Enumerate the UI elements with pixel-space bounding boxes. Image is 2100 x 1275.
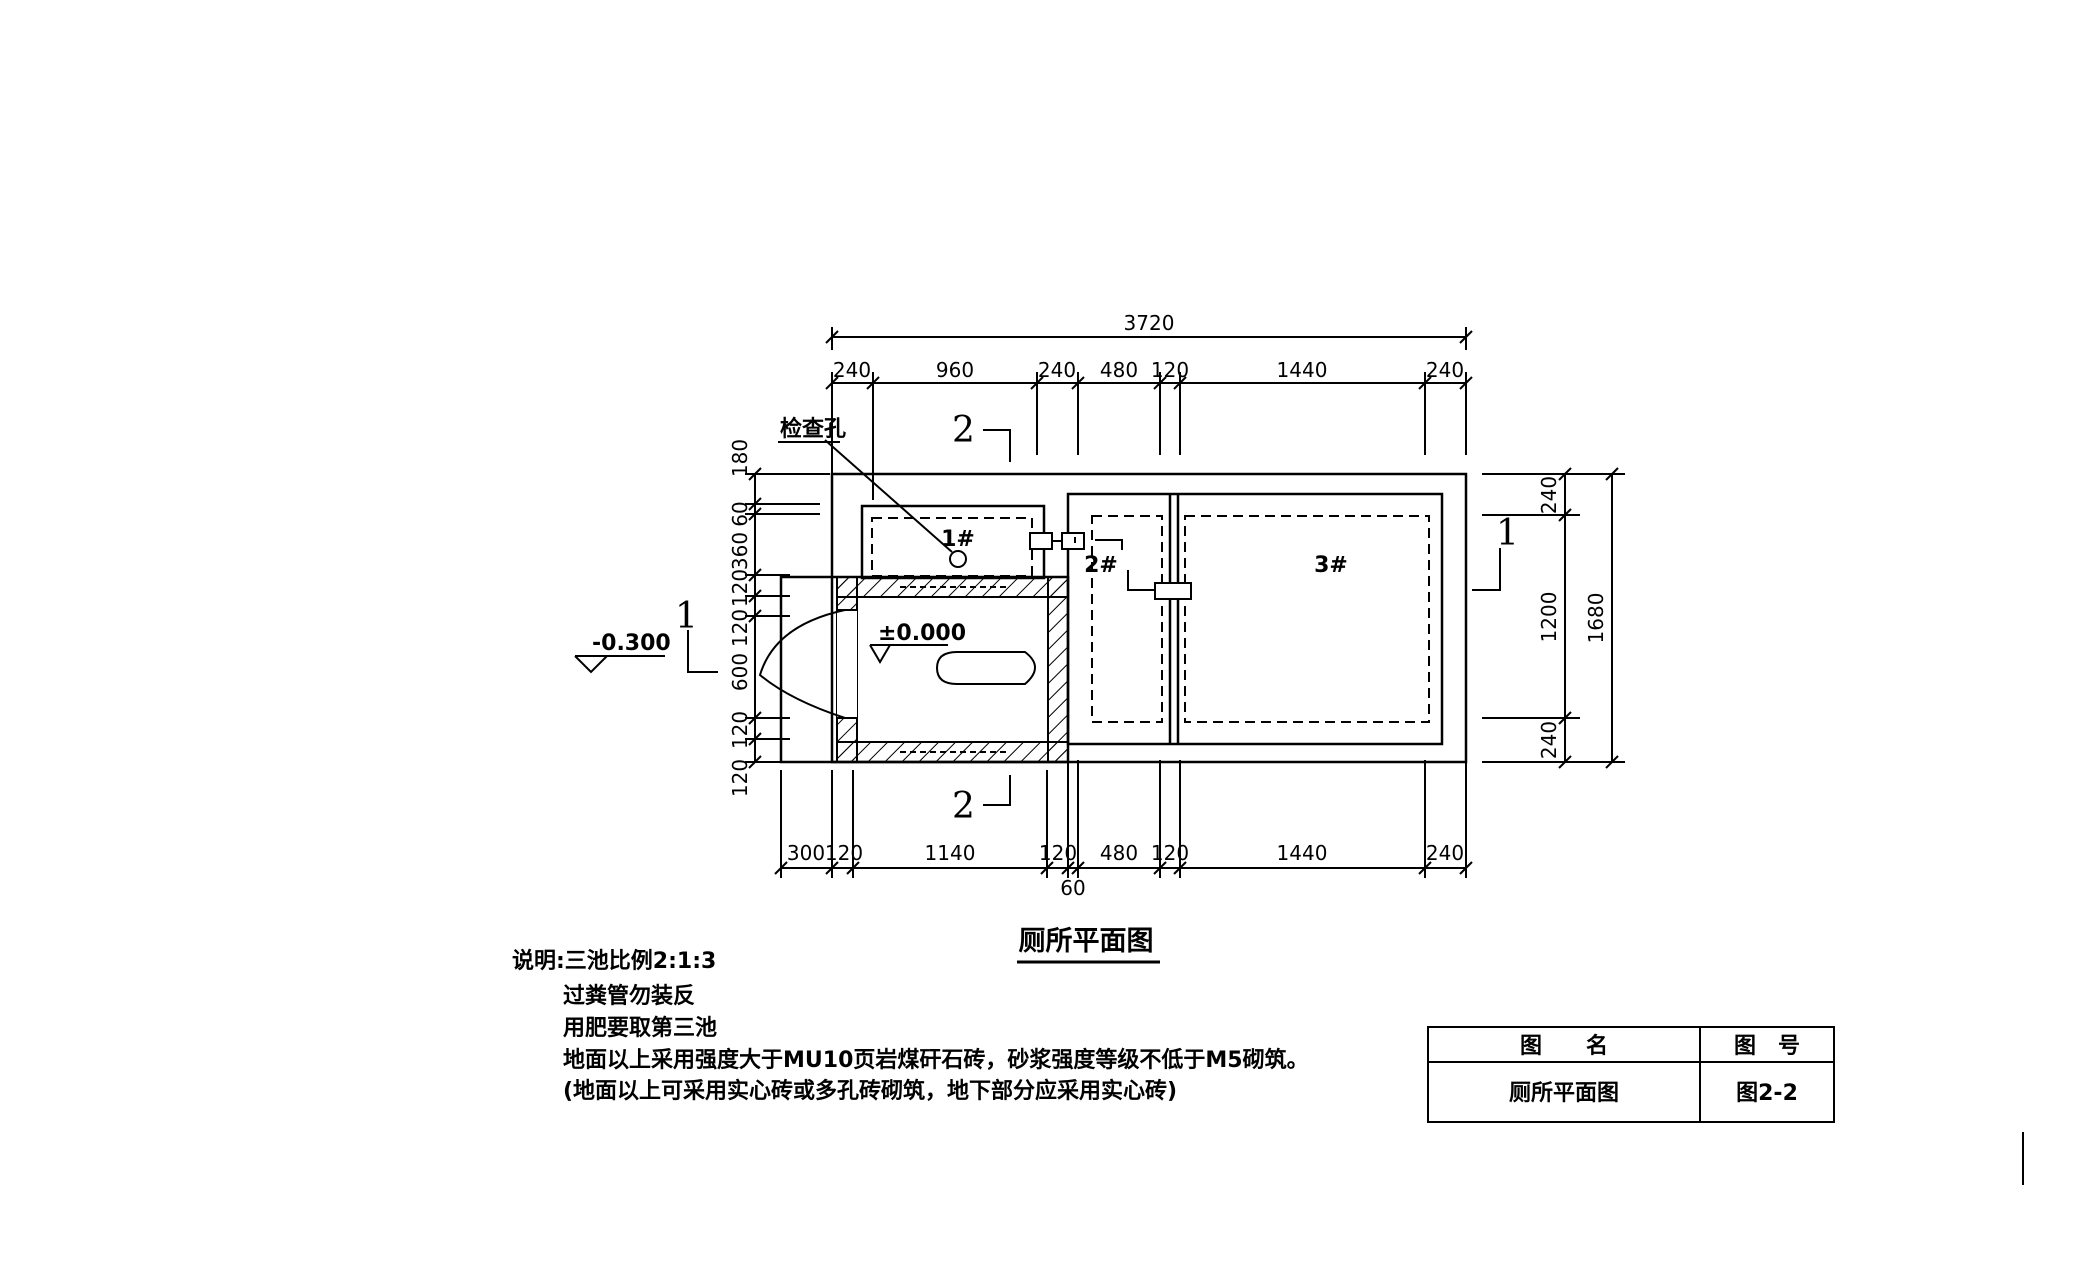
dim-top-5: 120 xyxy=(1151,358,1189,382)
dim-top-2: 960 xyxy=(936,358,974,382)
inspection-hole-label: 检查孔 xyxy=(780,416,846,442)
note-line-3: 用肥要取第三池 xyxy=(563,1015,717,1041)
floor-level-text: ±0.000 xyxy=(878,621,966,646)
top-dimension-ticks xyxy=(825,376,1473,390)
section-1-left: 1 xyxy=(675,596,698,637)
title-block-name-value: 厕所平面图 xyxy=(1509,1081,1619,1106)
dim-bottom-7: 1440 xyxy=(1277,841,1328,865)
section-2-bottom: 2 xyxy=(952,786,975,827)
tank-3-label: 3# xyxy=(1314,553,1348,578)
dim-left-4: 120 xyxy=(728,569,752,607)
dim-left-2: 60 xyxy=(728,501,752,526)
dim-right-1: 240 xyxy=(1537,476,1561,514)
dim-right-2: 1200 xyxy=(1537,592,1561,643)
dim-left-5: 120 xyxy=(728,609,752,647)
section-1-markers xyxy=(687,548,1501,673)
outside-level-text: -0.300 xyxy=(592,631,671,656)
dim-left-7: 120 xyxy=(728,711,752,749)
transfer-pipes xyxy=(1029,532,1192,600)
dim-top-6: 1440 xyxy=(1277,358,1328,382)
dim-left-3: 360 xyxy=(728,532,752,570)
squat-pan-icon xyxy=(935,651,1036,685)
left-dimension-ticks xyxy=(748,467,762,769)
inspection-hole-icon xyxy=(949,550,967,568)
outside-level-marker xyxy=(574,655,665,674)
tank-2-label: 2# xyxy=(1084,553,1118,578)
dim-top-3: 240 xyxy=(1038,358,1076,382)
left-dimensions xyxy=(745,473,830,763)
dim-left-8: 120 xyxy=(728,759,752,797)
section-2-top: 2 xyxy=(952,410,975,451)
title-block-number-header: 图 号 xyxy=(1734,1034,1800,1059)
dim-right-3: 240 xyxy=(1537,721,1561,759)
dim-top-7: 240 xyxy=(1426,358,1464,382)
note-line-4: 地面以上采用强度大于MU10页岩煤矸石砖，砂浆强度等级不低于M5砌筑。 xyxy=(563,1047,1309,1073)
dim-bottom-4: 120 xyxy=(1039,841,1077,865)
bottom-dimension-ticks xyxy=(774,861,1473,875)
dim-top-total: 3720 xyxy=(1124,311,1175,335)
dim-top-1: 240 xyxy=(833,358,871,382)
note-line-5: (地面以上可采用实心砖或多孔砖砌筑，地下部分应采用实心砖) xyxy=(563,1078,1177,1104)
dim-right-total: 1680 xyxy=(1584,593,1608,644)
section-2-markers xyxy=(983,429,1011,806)
dim-bottom-5: 480 xyxy=(1100,841,1138,865)
title-block-name-header: 图 名 xyxy=(1520,1033,1608,1059)
dim-left-1: 180 xyxy=(728,439,752,477)
dim-bottom-2: 120 xyxy=(825,841,863,865)
tank-1-label: 1# xyxy=(941,527,975,552)
bottom-dimensions xyxy=(780,760,1467,878)
section-1-right: 1 xyxy=(1496,513,1519,554)
title-block-number-value: 图2-2 xyxy=(1736,1081,1798,1106)
dim-bottom-3: 1140 xyxy=(925,841,976,865)
plan-title: 厕所平面图 xyxy=(1019,926,1154,957)
right-dimension-ticks xyxy=(1558,467,1619,769)
top-dimensions xyxy=(825,327,1473,500)
dim-left-6: 600 xyxy=(728,653,752,691)
inspection-leader-line xyxy=(824,439,953,553)
dim-bottom-extra: 60 xyxy=(1060,876,1085,900)
note-line-2: 过粪管勿装反 xyxy=(563,983,695,1009)
dim-bottom-1: 300 xyxy=(787,841,825,865)
note-line-1: 说明:三池比例2:1:3 xyxy=(512,948,716,974)
dim-bottom-8: 240 xyxy=(1426,841,1464,865)
dim-top-4: 480 xyxy=(1100,358,1138,382)
title-block xyxy=(1427,1026,1835,1123)
dim-bottom-6: 120 xyxy=(1151,841,1189,865)
floor-level-marker xyxy=(869,644,948,664)
